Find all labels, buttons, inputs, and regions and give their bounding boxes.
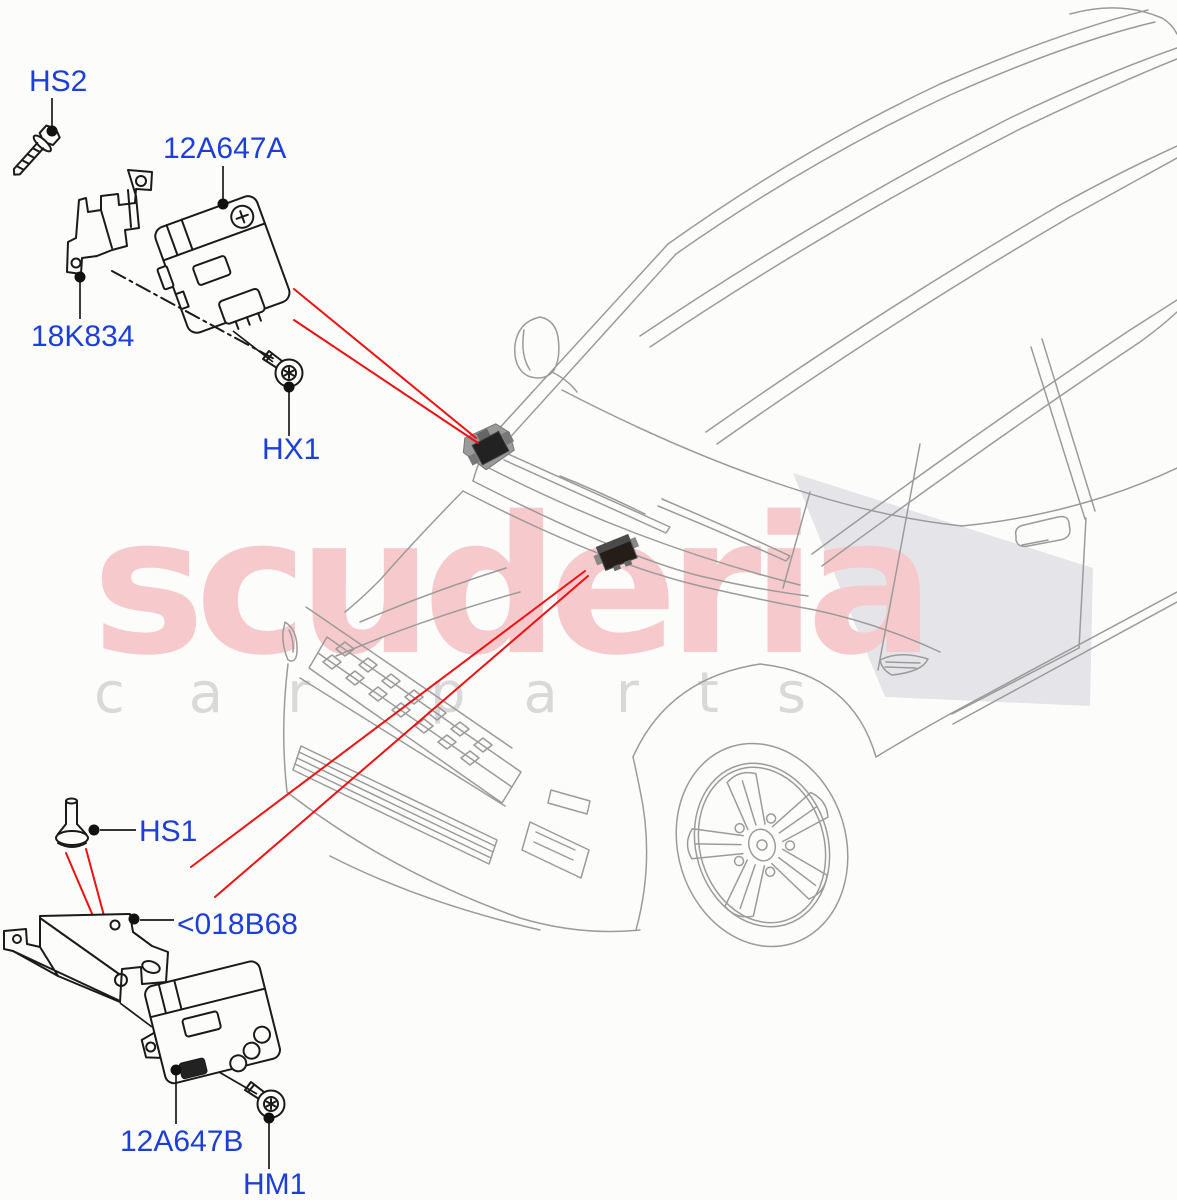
checkered-flag-watermark — [793, 473, 1093, 706]
leader-dots — [46, 125, 295, 1124]
callout-label-12a647b: 12A647B — [120, 1125, 243, 1158]
callout-label-hx1: HX1 — [262, 433, 320, 466]
callout-label-018b68: <018B68 — [177, 908, 298, 941]
wheel-arch — [632, 663, 877, 758]
red-locator-lines — [65, 288, 589, 976]
screw-hm1-drawing — [244, 1081, 286, 1119]
beltline — [561, 389, 963, 527]
a-pillar-roof-edge-inner — [504, 21, 1156, 444]
front-door-edge — [877, 443, 921, 671]
watermark-tagline-text: car parts — [94, 661, 864, 726]
b-pillar — [1030, 346, 1086, 520]
watermark-brand-text: scuderia — [92, 476, 925, 697]
sensor-module-cowl — [462, 423, 515, 471]
callout-label-hm1: HM1 — [243, 1168, 306, 1200]
assembly-axis-line — [111, 270, 277, 361]
roof-rear-corner — [1069, 7, 1177, 35]
watermark-tagline-word2: parts — [430, 661, 864, 726]
callout-label-hs2: HS2 — [29, 65, 87, 98]
module-12a647b-drawing — [140, 960, 281, 1085]
grille — [308, 636, 522, 804]
module-12a647a-drawing — [154, 195, 291, 334]
bracket-018b68-drawing — [3, 913, 169, 1003]
callout-label-12a647a: 12A647A — [163, 132, 286, 165]
module-b-to-hm1-line — [218, 1071, 258, 1095]
module-a-to-hx1-line — [232, 330, 274, 363]
bracket-to-module-b-line — [119, 1002, 153, 1028]
wiper-blades — [503, 452, 791, 562]
callout-label-18k834: 18K834 — [31, 320, 134, 353]
bumper-bottom — [286, 791, 641, 933]
callout-label-hs1: HS1 — [139, 815, 197, 848]
leader-lines — [51, 98, 290, 1169]
windshield-base — [472, 480, 809, 597]
a-pillar-roof-edge — [493, 9, 1149, 435]
screw-hx1-drawing — [262, 350, 304, 388]
fender-vent — [879, 654, 929, 676]
side-mirror — [514, 316, 578, 393]
front-wheel — [675, 742, 849, 948]
door-handle — [1014, 515, 1071, 548]
bracket-18k834-drawing — [66, 169, 153, 275]
stud-hs1-drawing — [55, 797, 89, 848]
hood-edge — [462, 490, 941, 653]
fog-lamp — [521, 789, 591, 879]
watermark-tagline-word1: car — [94, 661, 374, 726]
lower-grille — [292, 745, 498, 865]
headlamp — [282, 621, 298, 662]
vehicle-outline — [282, 7, 1177, 948]
sensor-module-hood — [593, 533, 640, 572]
